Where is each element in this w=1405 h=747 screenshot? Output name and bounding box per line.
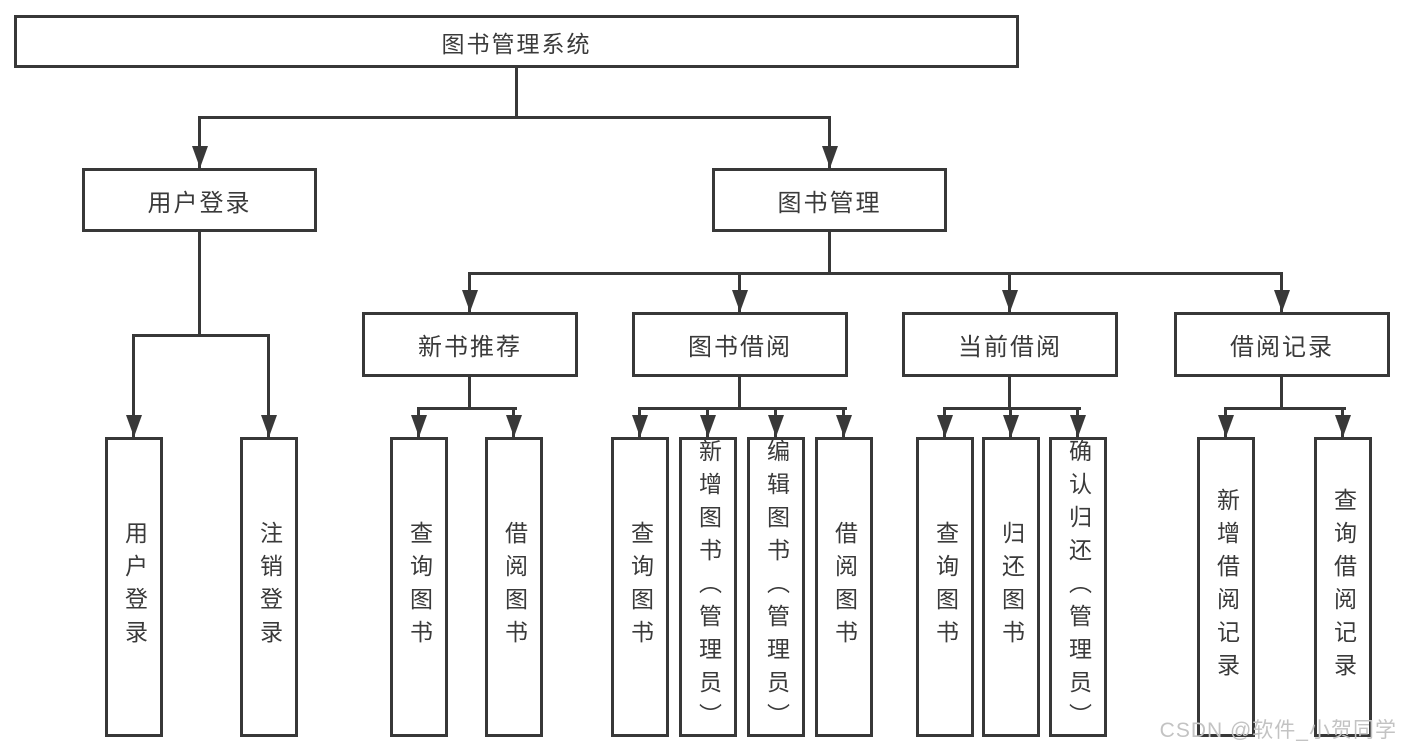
node-book-borrow: 图书借阅 xyxy=(632,312,848,377)
connector-arrow-current-borrow xyxy=(1008,273,1011,312)
leaf-cb-query-book: 查询图书 xyxy=(916,437,974,737)
leaf-cb-return-book: 归还图书 xyxy=(982,437,1040,737)
leaf-logout-label: 注销登录 xyxy=(256,521,283,653)
leaf-br-add-record: 新增借阅记录 xyxy=(1197,437,1255,737)
node-new-book-recommend: 新书推荐 xyxy=(362,312,578,377)
watermark: CSDN @软件_小贺同学 xyxy=(1159,719,1397,742)
connector-arrow-br-add xyxy=(1224,408,1227,437)
leaf-br-query-record-label: 查询借阅记录 xyxy=(1330,488,1357,686)
connector-borrow-record-bar xyxy=(1224,407,1346,410)
connector-root-bar xyxy=(198,116,831,119)
connector-arrow-cb-query xyxy=(943,408,946,437)
leaf-bb-edit-book-label: 编辑图书（管理员） xyxy=(763,438,790,736)
node-current-borrow: 当前借阅 xyxy=(902,312,1118,377)
leaf-cb-confirm-return-label: 确认归还（管理员） xyxy=(1065,438,1092,736)
connector-arrow-br-query xyxy=(1341,408,1344,437)
leaf-user-login: 用户登录 xyxy=(105,437,163,737)
node-borrow-record: 借阅记录 xyxy=(1174,312,1390,377)
leaf-bb-query-book: 查询图书 xyxy=(611,437,669,737)
connector-arrow-new-book xyxy=(468,273,471,312)
connector-new-book-stem xyxy=(468,375,471,409)
connector-arrow-cb-return xyxy=(1009,408,1012,437)
connector-book-mgmt-stem xyxy=(828,230,831,275)
leaf-bb-query-book-label: 查询图书 xyxy=(627,521,654,653)
connector-current-borrow-bar xyxy=(943,407,1081,410)
connector-arrow-bb-borrow xyxy=(842,408,845,437)
connector-arrow-bb-query xyxy=(638,408,641,437)
leaf-bb-borrow-book: 借阅图书 xyxy=(815,437,873,737)
leaf-cb-confirm-return: 确认归还（管理员） xyxy=(1049,437,1107,737)
connector-current-borrow-stem xyxy=(1008,375,1011,409)
connector-root-stem xyxy=(515,66,518,118)
connector-arrow-borrow-record xyxy=(1280,273,1283,312)
leaf-br-add-record-label: 新增借阅记录 xyxy=(1213,488,1240,686)
leaf-bb-add-book-label: 新增图书（管理员） xyxy=(695,438,722,736)
node-root-label: 图书管理系统 xyxy=(441,30,592,57)
connector-arrow-user-login xyxy=(198,117,201,168)
connector-borrow-record-stem xyxy=(1280,375,1283,409)
node-user-login-label: 用户登录 xyxy=(147,189,252,217)
connector-arrow-book-mgmt xyxy=(828,117,831,168)
node-book-mgmt-label: 图书管理 xyxy=(777,189,882,217)
node-root: 图书管理系统 xyxy=(14,15,1019,68)
node-user-login: 用户登录 xyxy=(82,168,317,232)
connector-arrow-nb-borrow xyxy=(512,408,515,437)
connector-arrow-book-borrow xyxy=(738,273,741,312)
connector-arrow-leaf-login xyxy=(132,334,135,437)
leaf-user-login-label: 用户登录 xyxy=(121,521,148,653)
leaf-logout: 注销登录 xyxy=(240,437,298,737)
connector-arrow-bb-add xyxy=(706,408,709,437)
node-book-mgmt: 图书管理 xyxy=(712,168,947,232)
connector-arrow-nb-query xyxy=(417,408,420,437)
connector-arrow-leaf-logout xyxy=(267,334,270,437)
leaf-cb-return-book-label: 归还图书 xyxy=(998,521,1025,653)
leaf-bb-add-book: 新增图书（管理员） xyxy=(679,437,737,737)
connector-book-mgmt-bar xyxy=(468,272,1283,275)
connector-book-borrow-stem xyxy=(738,375,741,409)
connector-new-book-bar xyxy=(417,407,517,410)
connector-user-login-stem xyxy=(198,230,201,336)
leaf-nb-borrow-book-label: 借阅图书 xyxy=(501,521,528,653)
node-current-borrow-label: 当前借阅 xyxy=(958,334,1062,361)
leaf-bb-borrow-book-label: 借阅图书 xyxy=(831,521,858,653)
node-borrow-record-label: 借阅记录 xyxy=(1230,334,1334,361)
connector-arrow-cb-confirm xyxy=(1076,408,1079,437)
connector-book-borrow-bar xyxy=(638,407,847,410)
leaf-br-query-record: 查询借阅记录 xyxy=(1314,437,1372,737)
connector-arrow-bb-edit xyxy=(774,408,777,437)
node-new-book-recommend-label: 新书推荐 xyxy=(418,334,522,361)
node-book-borrow-label: 图书借阅 xyxy=(688,334,792,361)
leaf-nb-query-book-label: 查询图书 xyxy=(406,521,433,653)
leaf-cb-query-book-label: 查询图书 xyxy=(932,521,959,653)
leaf-bb-edit-book: 编辑图书（管理员） xyxy=(747,437,805,737)
connector-user-login-bar xyxy=(132,334,270,337)
leaf-nb-borrow-book: 借阅图书 xyxy=(485,437,543,737)
leaf-nb-query-book: 查询图书 xyxy=(390,437,448,737)
